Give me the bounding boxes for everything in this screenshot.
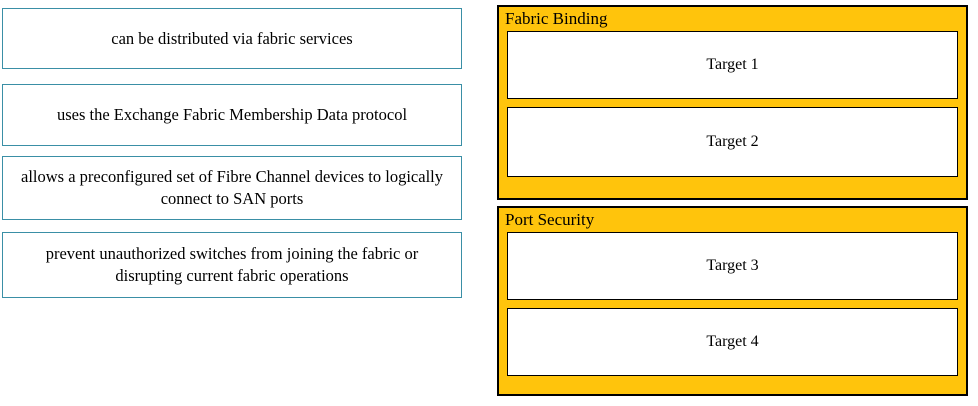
source-item-preconfigured-fibre-channel-devices[interactable]: allows a preconfigured set of Fibre Chan… (2, 156, 462, 220)
panel-title-port-security: Port Security (505, 210, 595, 229)
source-item-text: can be distributed via fabric services (111, 28, 353, 48)
source-item-text: allows a preconfigured set of Fibre Chan… (21, 167, 443, 208)
source-item-exchange-fabric-membership-data[interactable]: uses the Exchange Fabric Membership Data… (2, 84, 462, 146)
source-answer-list: can be distributed via fabric services u… (2, 0, 464, 406)
drop-target-label: Target 4 (706, 333, 759, 350)
target-panel-group: Fabric Binding Target 1 Target 2 Port Se… (497, 0, 978, 406)
drop-target-3[interactable]: Target 3 (507, 232, 958, 300)
panel-port-security: Port Security Target 3 Target 4 (497, 206, 968, 396)
source-item-text: uses the Exchange Fabric Membership Data… (56, 105, 408, 125)
drop-target-label: Target 3 (706, 257, 759, 274)
source-item-text: prevent unauthorized switches from joini… (45, 244, 419, 285)
drop-target-label: Target 1 (706, 56, 759, 73)
panel-title-fabric-binding: Fabric Binding (505, 9, 608, 28)
source-item-fabric-services[interactable]: can be distributed via fabric services (2, 8, 462, 69)
drop-target-4[interactable]: Target 4 (507, 308, 958, 376)
drop-target-label: Target 2 (706, 133, 759, 150)
panel-fabric-binding: Fabric Binding Target 1 Target 2 (497, 5, 968, 200)
drop-target-1[interactable]: Target 1 (507, 31, 958, 99)
drop-target-2[interactable]: Target 2 (507, 107, 958, 177)
source-item-prevent-unauthorized-switches[interactable]: prevent unauthorized switches from joini… (2, 232, 462, 298)
